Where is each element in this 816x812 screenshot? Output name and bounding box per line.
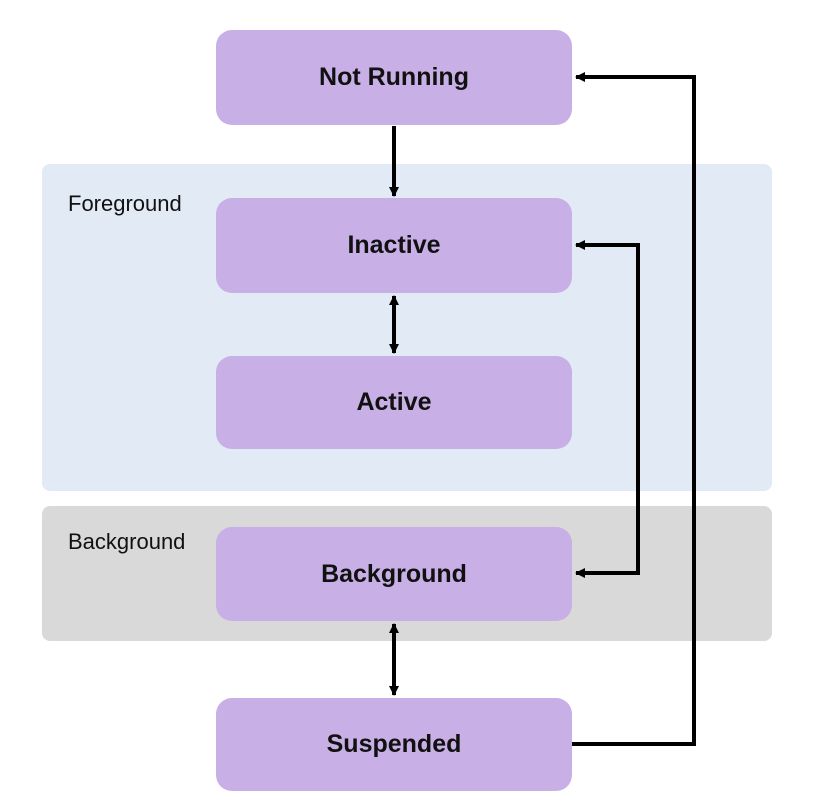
state-suspended-label: Suspended xyxy=(326,730,462,758)
state-background: Background xyxy=(216,527,572,621)
state-background-label: Background xyxy=(321,559,467,588)
foreground-region-label: Foreground xyxy=(68,191,182,216)
state-active: Active xyxy=(216,356,572,449)
state-inactive-label: Inactive xyxy=(347,231,441,259)
state-suspended: Suspended xyxy=(216,698,572,791)
state-not-running-label: Not Running xyxy=(319,63,469,91)
state-active-label: Active xyxy=(356,388,432,416)
state-inactive: Inactive xyxy=(216,198,572,293)
state-not-running: Not Running xyxy=(216,30,572,125)
background-region-label: Background xyxy=(68,529,186,554)
